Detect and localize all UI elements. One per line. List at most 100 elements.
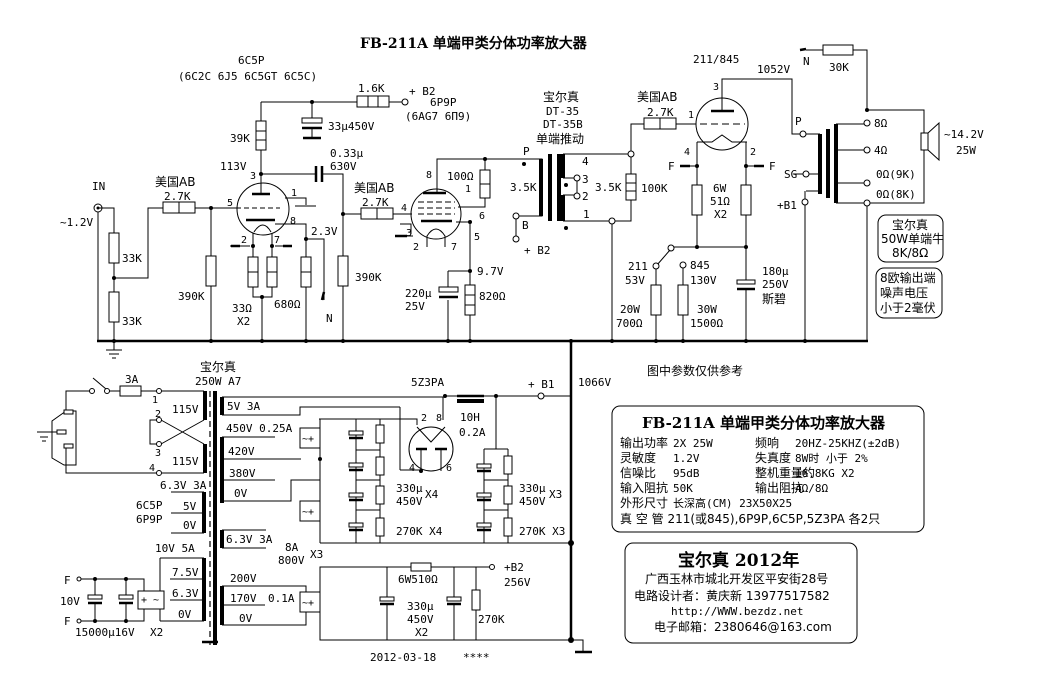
rect-pin-8: 8	[436, 413, 442, 424]
junction	[744, 245, 748, 249]
primary-crossover	[149, 419, 205, 445]
wire	[79, 578, 145, 622]
power-switch[interactable]	[92, 377, 107, 390]
junction	[260, 295, 264, 299]
cap-bank-2-qty: X3	[549, 488, 562, 501]
bridge-qty: X3	[310, 548, 323, 561]
stage2-pin1: 1	[465, 184, 471, 195]
power-transformer-model: 250W A7	[195, 375, 241, 388]
switch-contact	[104, 388, 110, 394]
cathode-resistor-211-power: 20W	[620, 303, 640, 316]
selector-switch-arm[interactable]	[656, 249, 671, 266]
input-resistor-bottom-label: 33K	[122, 315, 142, 328]
tube-grids	[418, 201, 455, 215]
spec-key: 信噪比	[620, 466, 656, 480]
wire	[563, 153, 631, 222]
stage1-pin5: 5	[227, 198, 233, 209]
switch-contact	[89, 388, 95, 394]
ground-icon	[106, 349, 122, 359]
heater-0v: 0V	[183, 519, 197, 532]
nfb-label: N	[803, 55, 810, 68]
primary-v2: 115V	[172, 455, 199, 468]
tube-heater	[426, 228, 446, 247]
primary-pin-4-label: 4	[149, 463, 155, 474]
wire	[306, 238, 325, 300]
spec-value: 20HZ-25KHZ(±2dB)	[795, 437, 901, 450]
output-filament-left-label: F	[668, 160, 675, 173]
filament-cap-label: 15000μ16V	[75, 626, 135, 639]
b2-dropping-resistor-label: 6W510Ω	[398, 573, 438, 586]
junction	[419, 469, 423, 473]
stage1-decoupling-resistor	[356, 95, 390, 108]
driver-primary-p-label: P	[523, 145, 530, 158]
filament-capacitor-a	[87, 594, 103, 600]
earth-ground-icon	[37, 431, 57, 442]
ot-tap-8ohm[interactable]	[863, 119, 871, 127]
input-resistor-bottom	[108, 291, 120, 323]
junction	[695, 164, 699, 168]
ot-sg-terminal	[802, 170, 810, 178]
wire	[222, 396, 444, 425]
inlet-pin-icon	[56, 429, 67, 435]
wire	[483, 396, 509, 543]
wire	[399, 407, 442, 471]
ot-tap-4ohm[interactable]	[863, 146, 871, 154]
spec-value: 16.8KG X2	[795, 467, 855, 480]
selector-845-contact[interactable]	[679, 261, 687, 269]
ot-tap-0-8k[interactable]	[863, 199, 871, 207]
cap-bank-2	[476, 455, 513, 537]
stage1-coupling-capacitor	[314, 166, 324, 182]
wire	[222, 585, 307, 626]
cap-bank-1-qty: X4	[425, 488, 439, 501]
stage1-pin8: 8	[290, 216, 296, 227]
b1-label: + B1	[528, 378, 555, 391]
stage1-cathode-voltage: 2.3V	[311, 225, 338, 238]
stage2-cathode-cap-voltage: 25V	[405, 300, 425, 313]
b2-terminal	[489, 564, 495, 570]
polarity-dot	[564, 226, 568, 230]
wire	[611, 157, 632, 340]
filament-f1-label: F	[64, 574, 71, 587]
junction	[744, 164, 748, 168]
inlet-pin-icon	[63, 443, 74, 449]
res-bank-1-label: 270K X4	[396, 525, 443, 538]
spec-tubes: 真 空 管 211(或845),6P9P,6C5P,5Z3PA 各2只	[620, 511, 880, 526]
stage2-pin3: 3	[406, 228, 412, 239]
selector-switch-pivot[interactable]	[667, 244, 675, 252]
cap-bank-1-voltage: 450V	[396, 495, 423, 508]
selector-211-contact[interactable]	[652, 262, 660, 270]
stage1-plate-voltage: 113V	[220, 160, 247, 173]
credit-url[interactable]: http://WWW.bezdz.net	[671, 605, 803, 618]
credit-designer: 电路设计者：黄庆新 13977517582	[634, 588, 830, 603]
ot-tap-0-9k[interactable]	[863, 179, 871, 187]
secondary-170v: 170V	[230, 592, 257, 605]
junction	[695, 245, 699, 249]
selector-845-label: 845	[690, 259, 710, 272]
b1-voltage: 1066V	[578, 376, 611, 389]
bridge-rating-1: 8A	[285, 541, 299, 554]
input-level: ~1.2V	[60, 216, 93, 229]
credit-email[interactable]: 电子邮箱：2380646@163.com	[654, 619, 832, 634]
wire	[285, 197, 316, 207]
wire	[319, 566, 571, 641]
node	[608, 217, 616, 225]
driver-load-resistor-label: 100K	[641, 182, 668, 195]
spec-key: 输出阻抗	[755, 480, 803, 495]
wire	[320, 418, 571, 544]
resistor-bands	[256, 130, 266, 141]
spec-box	[611, 405, 925, 533]
b2-cap-value: 330μ	[407, 600, 434, 613]
wire	[171, 491, 204, 534]
ot-b1-label: +B1	[777, 199, 797, 212]
spec-key: 频响	[755, 435, 779, 450]
b2-cap-qty: X2	[415, 626, 428, 639]
stage1-cathode-resistor-qty: X2	[237, 315, 250, 328]
secondary-380v: 380V	[229, 467, 256, 480]
tube-heater	[253, 224, 272, 233]
selector-845-voltage: 130V	[690, 274, 717, 287]
cathode-resistor-845	[677, 284, 689, 316]
schematic-title: FB-211A 单端甲类分体功率放大器	[360, 35, 588, 52]
output-filament-resistor-b	[740, 184, 752, 216]
ot-tap-label-3: 0Ω(8K)	[876, 188, 916, 201]
